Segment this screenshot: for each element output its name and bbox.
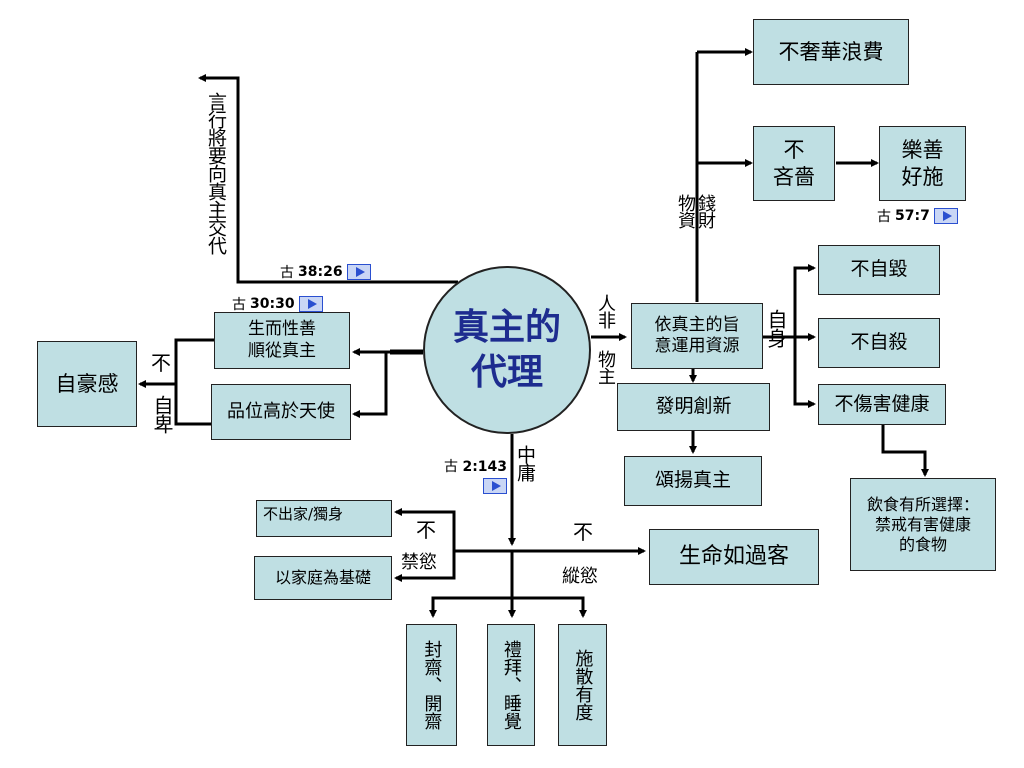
node-life-passing: 生命如過客: [649, 529, 819, 585]
label-not-2: 不: [416, 518, 436, 542]
play-icon[interactable]: [483, 478, 508, 494]
connector-rank-pride: [174, 384, 214, 426]
node-no-self-harm: 不自毀: [818, 245, 940, 295]
label-indulge: 縱慾: [562, 566, 598, 587]
connector-abstain: [394, 508, 456, 551]
label-account: 言行將要向真主交代: [205, 92, 227, 254]
node-no-lavish: 不奢華浪費: [753, 19, 909, 85]
label-abstain: 禁慾: [401, 552, 437, 573]
connector-to-alms: [512, 596, 587, 618]
label-person: 人非: [595, 294, 616, 328]
label-material: 物資: [675, 194, 696, 228]
node-alms-moderate: 施散有度: [558, 624, 607, 746]
label-humble: 自卑: [150, 395, 174, 433]
node-no-celibacy: 不出家/獨身: [256, 500, 392, 537]
label-self: 自身: [764, 309, 788, 347]
center-node: 真主的代理: [423, 266, 591, 434]
node-no-suicide: 不自殺: [818, 318, 940, 368]
center-title-line2: 代理: [470, 351, 543, 393]
node-no-harm-health: 不傷害健康: [818, 384, 946, 425]
connector-nature-pride: [174, 338, 214, 384]
connector-to-family: [394, 551, 456, 582]
play-icon[interactable]: [298, 296, 323, 312]
connector-to-food: [881, 425, 929, 477]
node-charity: 樂善 好施: [879, 126, 966, 201]
node-praise: 頌揚真主: [624, 456, 762, 506]
label-object: 物主: [595, 350, 616, 384]
label-not-3: 不: [573, 520, 593, 544]
node-rank-angels: 品位高於天使: [211, 384, 351, 440]
node-nature-good: 生而性善 順從真主: [214, 312, 350, 369]
label-money: 錢財: [695, 194, 716, 228]
node-use-resources: 依真主的旨 意運用資源: [631, 303, 763, 369]
node-prayer: 禮拜、睡覺: [487, 624, 535, 746]
ref-2-143[interactable]: 古 2:143: [444, 456, 508, 494]
node-family-basis: 以家庭為基礎: [254, 556, 392, 600]
connector-to-noselfharm: [793, 264, 816, 337]
connector-to-nohealth: [793, 337, 816, 408]
connector-account: [198, 74, 458, 284]
node-not-stingy: 不 吝嗇: [753, 126, 835, 201]
connector-to-fasting: [429, 596, 512, 618]
node-fasting: 封齋、開齋: [406, 624, 457, 746]
label-not-1: 不: [151, 351, 171, 375]
node-pride: 自豪感: [37, 341, 137, 427]
label-middle-way: 中庸: [514, 445, 536, 481]
connector-to-rank: [352, 352, 388, 418]
play-icon[interactable]: [346, 264, 371, 280]
play-icon[interactable]: [933, 208, 958, 224]
center-title-line1: 真主的: [452, 306, 561, 348]
node-food-choice: 飲食有所選擇： 禁戒有害健康 的食物: [850, 478, 996, 571]
node-invent: 發明創新: [617, 383, 770, 431]
